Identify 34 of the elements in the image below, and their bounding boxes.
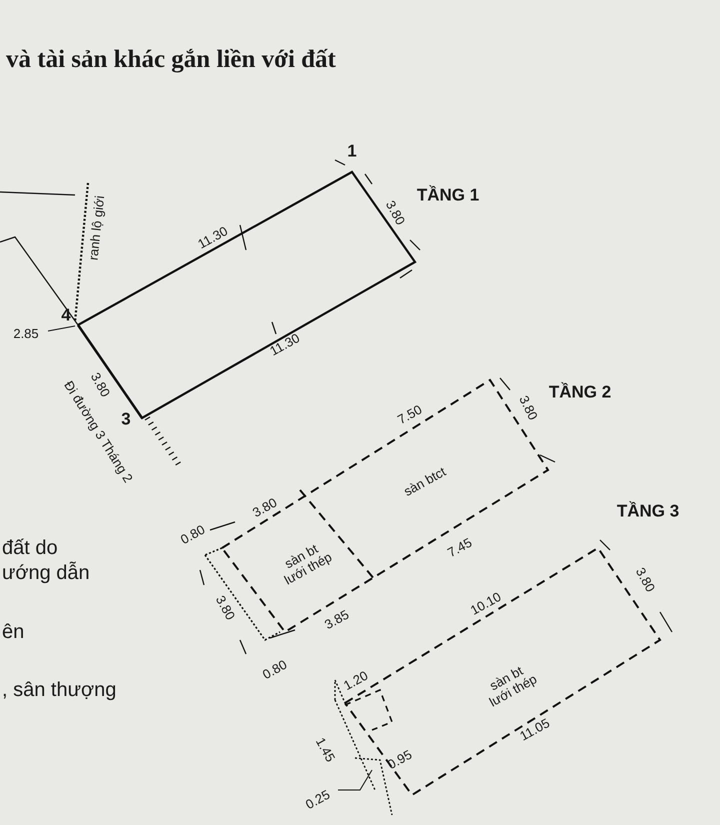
dimension-label: 7.50: [395, 402, 425, 428]
dimension-label: 11.30: [196, 224, 230, 252]
dimension-label: 3.80: [212, 593, 238, 623]
dimension-label: 1.45: [312, 735, 338, 765]
dimension-label: 3.80: [250, 496, 280, 520]
dimension-label: 11.30: [268, 331, 302, 359]
floor-note: sàn bt lưới thép: [280, 540, 336, 590]
dimension-label: 3.80: [88, 370, 112, 400]
note-text: ướng dẫn: [2, 562, 90, 584]
note-text: ên: [2, 621, 24, 643]
floor-heading: TẦNG 2: [548, 384, 612, 402]
dimension-label: 0.80: [178, 522, 208, 548]
dimension-label: 0.25: [303, 788, 333, 812]
point-number: 4: [61, 306, 71, 326]
point-number: 3: [121, 410, 131, 430]
dimension-label: 3.85: [322, 608, 352, 632]
dimension-label: ranh lộ giới: [86, 194, 108, 262]
heading: và tài sản khác gắn liền với đất: [6, 46, 336, 74]
point-number: 1: [347, 142, 357, 162]
dimension-label: 11.05: [518, 716, 552, 744]
dimension-label: 0.80: [260, 658, 290, 682]
dimension-label: 1.20: [341, 668, 371, 694]
floor-heading: TẦNG 1: [416, 186, 480, 206]
dimension-label: 3.80: [632, 565, 658, 595]
dimension-label: 7.45: [445, 536, 475, 560]
floor-note: sàn bt lưới thép: [486, 662, 540, 712]
dimension-label: 3.80: [516, 394, 540, 422]
dimension-label: 0.95: [385, 748, 415, 772]
floor-heading: TẦNG 3: [616, 502, 680, 522]
dimension-label: sàn btct: [402, 464, 448, 500]
dimension-label: 3.80: [382, 198, 408, 228]
note-text: đất do: [2, 537, 58, 559]
dimension-label: 2.85: [13, 326, 39, 342]
note-text: , sân thượng: [2, 679, 116, 701]
